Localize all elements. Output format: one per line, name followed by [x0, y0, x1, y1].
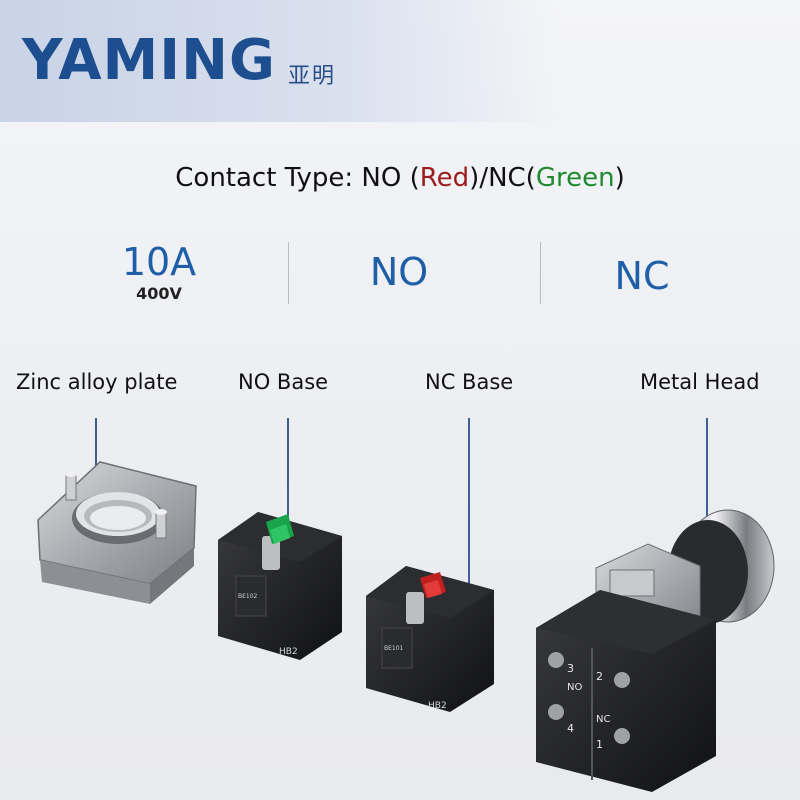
leader-zinc-plate	[95, 418, 97, 484]
contact-type-red-word: Red	[419, 163, 470, 193]
terminal-3-text: 3	[567, 662, 574, 675]
spec-divider-1	[288, 242, 289, 304]
contact-type-green-word: Green	[535, 163, 615, 193]
spec-current: 10A	[121, 240, 197, 284]
no-base-model-text: HB2	[279, 647, 298, 657]
label-no-base: NO Base	[238, 370, 329, 394]
brand-banner	[0, 0, 560, 122]
contact-type-suffix: )	[614, 163, 625, 193]
brand-chinese-name: 亚明	[288, 64, 337, 89]
leader-nc-base	[468, 418, 470, 588]
brand-logo-text: YAMING	[22, 28, 276, 93]
label-metal-head: Metal Head	[640, 370, 760, 394]
spec-nc-text: NC	[614, 254, 670, 298]
terminal-1-text: 1	[596, 738, 603, 751]
contact-type-middle: )/NC(	[469, 163, 536, 193]
leader-metal-head	[706, 418, 708, 540]
nc-base-image: BE101 HB2	[366, 566, 494, 712]
spec-no: NO	[340, 250, 458, 294]
spec-no-text: NO	[369, 250, 429, 294]
spec-nc: NC	[583, 254, 701, 298]
svg-text:BE102: BE102	[238, 593, 258, 600]
svg-text:BE101: BE101	[384, 645, 404, 652]
label-zinc-alloy-plate: Zinc alloy plate	[16, 370, 178, 394]
zinc-alloy-plate-image	[37, 461, 197, 604]
leader-no-base	[287, 418, 289, 530]
terminal-2-text: 2	[596, 670, 603, 683]
no-base-image: BE102 HB2	[218, 512, 342, 660]
label-nc-base: NC Base	[425, 370, 514, 394]
terminal-nc-text: NC	[596, 714, 610, 725]
spec-divider-2	[540, 242, 541, 304]
spec-rating: 10A 400V	[100, 240, 218, 303]
spec-voltage: 400V	[136, 284, 182, 303]
metal-head-assembly-image: 3 NO 4 2 NC 1	[536, 509, 775, 792]
terminal-4-text: 4	[567, 722, 574, 735]
contact-type-prefix: Contact Type: NO (	[175, 163, 420, 193]
contact-type-line: Contact Type: NO (Red)/NC(Green)	[0, 163, 800, 193]
terminal-no-text: NO	[567, 682, 582, 693]
nc-base-model-text: HB2	[428, 701, 447, 711]
